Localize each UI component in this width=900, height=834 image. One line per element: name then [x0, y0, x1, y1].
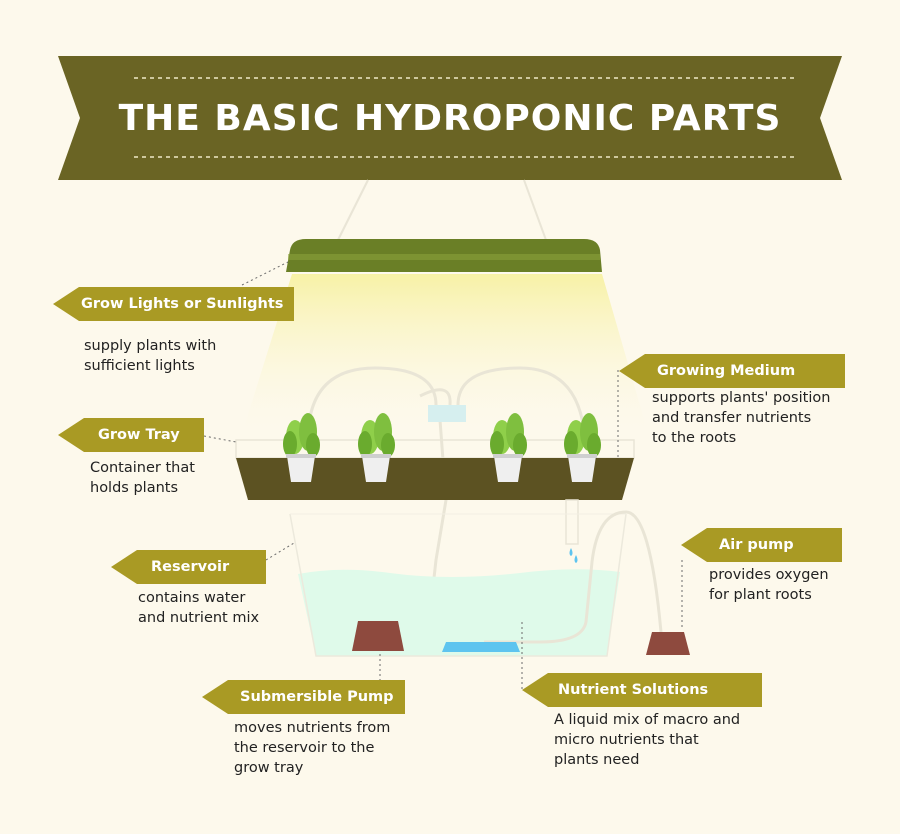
title-banner — [58, 56, 842, 180]
label-nutrient-solutions: Nutrient Solutions — [522, 673, 762, 707]
label-air-pump: Air pump — [681, 528, 842, 562]
desc-air-pump: provides oxygen for plant roots — [709, 567, 829, 603]
label-reservoir: Reservoir — [111, 550, 266, 584]
label-grow-tray: Grow Tray — [58, 418, 204, 452]
lamp-string-left — [337, 179, 369, 241]
lamp-icon — [286, 239, 602, 272]
plant-pot-icon — [490, 413, 527, 482]
desc-grow-lights: supply plants with sufficient lights — [84, 338, 217, 374]
lamp-string-right — [523, 179, 547, 241]
desc-growing-medium: supports plants' position and transfer n… — [652, 390, 831, 446]
air-pump-icon — [646, 632, 690, 655]
air-stone-icon — [442, 642, 520, 652]
desc-submersible-pump: moves nutrients from the reservoir to th… — [234, 720, 391, 776]
desc-nutrient-solutions: A liquid mix of macro and micro nutrient… — [554, 712, 741, 768]
label-growing-medium: Growing Medium — [619, 354, 845, 388]
pump-icon — [352, 621, 404, 651]
plant-pot-icon — [564, 413, 601, 482]
water-drop-icon — [569, 548, 573, 556]
desc-reservoir: contains water and nutrient mix — [138, 590, 260, 626]
water-drop-icon — [574, 555, 578, 563]
drain-pipe — [565, 499, 579, 545]
plant-pot-icon — [283, 413, 320, 482]
desc-grow-tray: Container that holds plants — [90, 460, 195, 496]
plant-pot-icon — [358, 413, 395, 482]
label-submersible-pump: Submersible Pump — [202, 680, 405, 714]
leader-lines — [203, 261, 683, 692]
label-grow-lights: Grow Lights or Sunlights — [53, 287, 294, 321]
banner-ribbon — [58, 56, 842, 180]
page-title: THE BASIC HYDROPONIC PARTS — [118, 98, 782, 139]
grow-tray — [235, 439, 635, 500]
light-cone — [240, 274, 650, 440]
air-tube — [484, 510, 663, 644]
distribution-box — [428, 405, 466, 422]
